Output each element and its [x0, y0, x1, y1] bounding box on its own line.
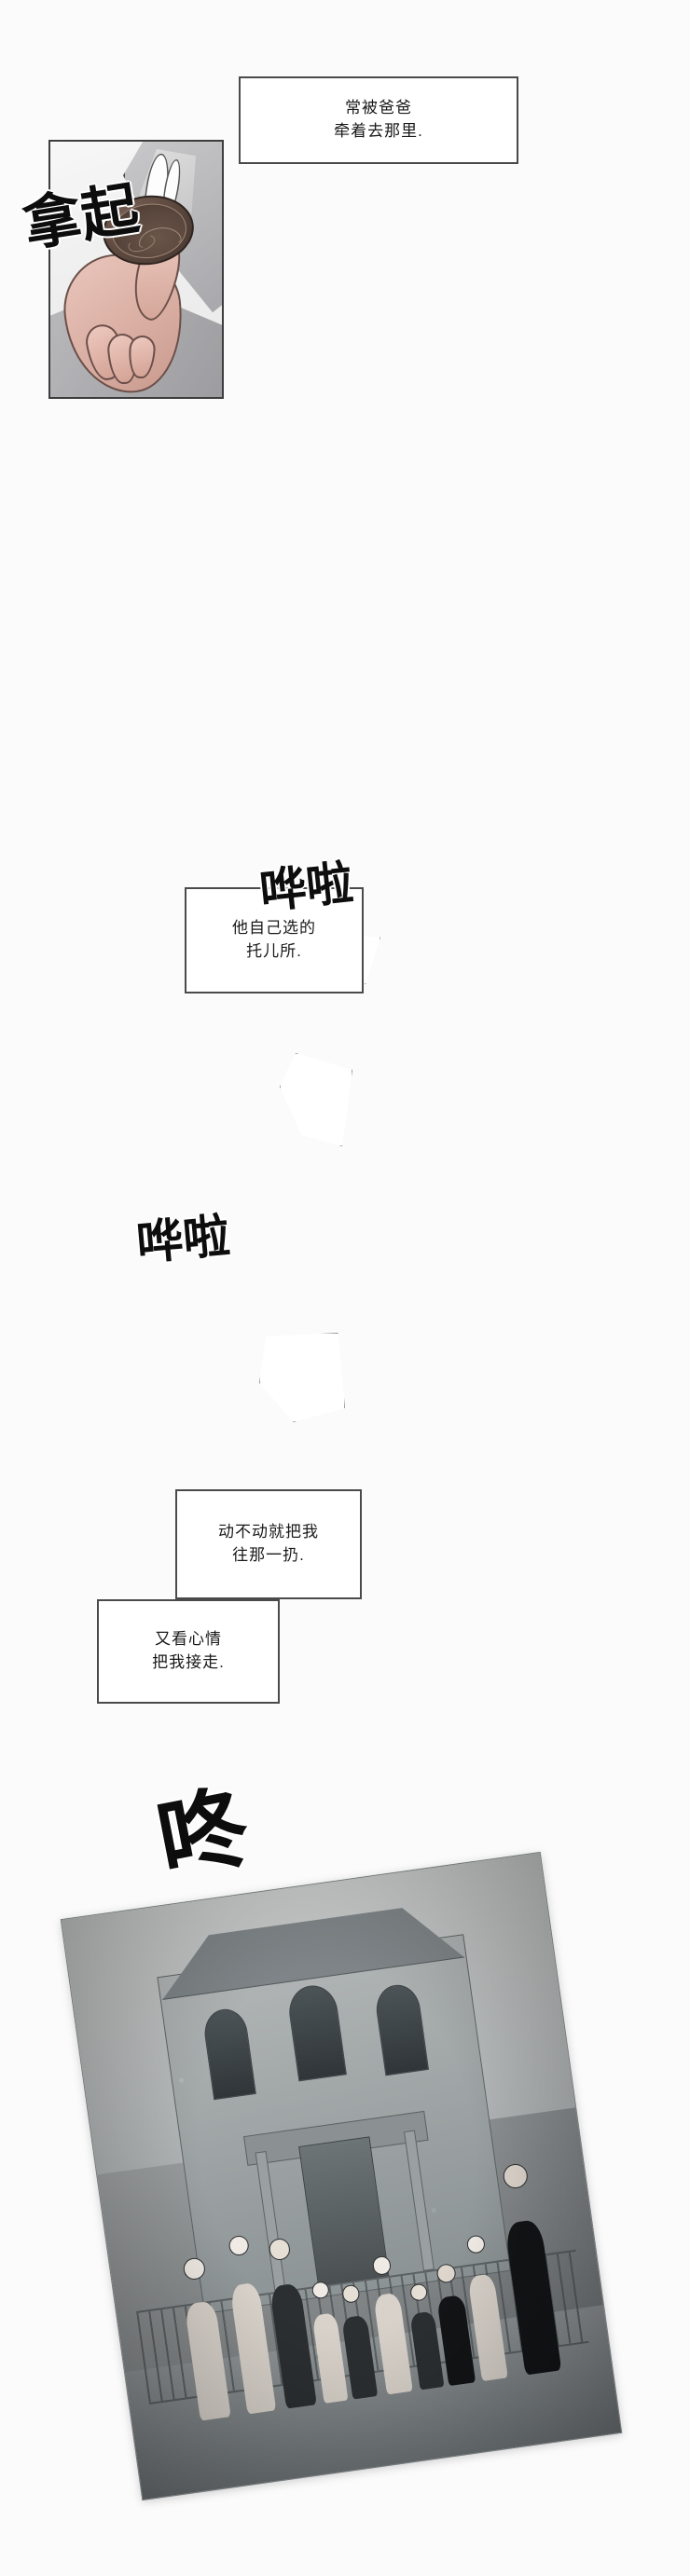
sfx-rustle-1: 哗啦 — [256, 855, 356, 920]
caption-box-4: 又看心情 把我接走. — [97, 1599, 280, 1704]
sfx-thud: 咚 — [148, 1774, 257, 1894]
caption-3-line-1: 动不动就把我 — [218, 1523, 319, 1541]
caption-4-line-1: 又看心情 — [155, 1630, 222, 1649]
panel-orphanage-photo — [60, 1851, 623, 2501]
flying-paper-3 — [259, 1333, 345, 1422]
caption-box-2: 他自己选的 托儿所. — [185, 887, 364, 993]
caption-box-3: 动不动就把我 往那一扔. — [175, 1489, 362, 1599]
caption-1-line-1: 常被爸爸 — [345, 99, 412, 117]
caption-1-line-2: 牵着去那里. — [334, 122, 423, 140]
photo-frame — [60, 1851, 623, 2501]
caption-2-line-1: 他自己选的 — [232, 919, 316, 938]
sfx-rustle-2: 哗啦 — [134, 1208, 233, 1271]
flying-paper-2 — [280, 1053, 352, 1146]
sfx-pick-up: 拿起 — [18, 173, 144, 260]
caption-2-line-2: 托儿所. — [246, 942, 302, 960]
photo-vignette — [61, 1853, 622, 2500]
caption-4-line-2: 把我接走. — [152, 1653, 225, 1671]
panel-hand-medallion: ✵ — [48, 140, 224, 399]
caption-box-1: 常被爸爸 牵着去那里. — [239, 76, 518, 164]
caption-3-line-2: 往那一扔. — [232, 1546, 305, 1564]
